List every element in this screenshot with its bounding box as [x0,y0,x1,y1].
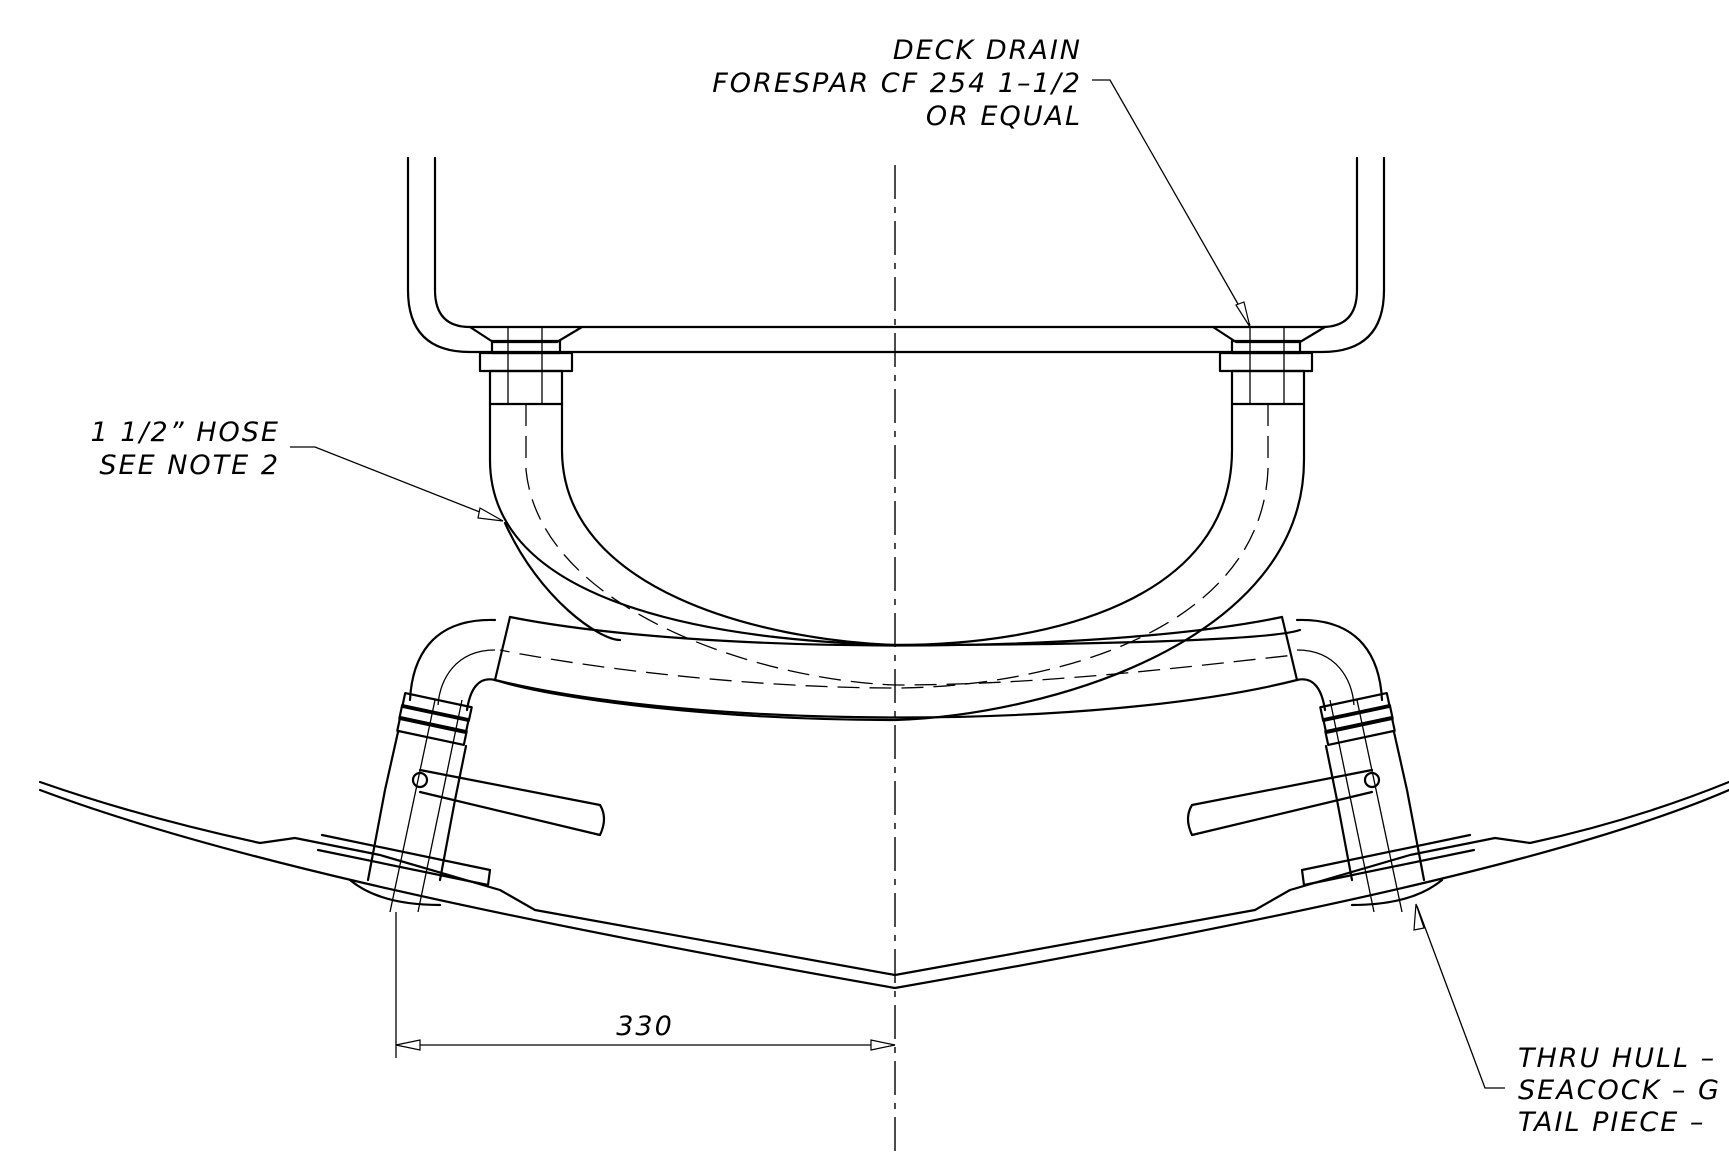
hose-right-to-left [493,402,1306,722]
deck-drain-leader [1092,79,1251,328]
thru-hull-label-line-2: SEACOCK – G [1518,1075,1721,1106]
thru-hull-label-line-3: TAIL PIECE – [1518,1107,1705,1138]
thru-hull-leader [1413,903,1505,1089]
cross-tube [493,615,1299,719]
seacock-left [316,618,606,913]
deck-drain-label-line-3: OR EQUAL [926,101,1082,132]
dimension-330 [395,912,896,1058]
seacock-right [1186,618,1476,913]
hose-label-line-1: 1 1/2” HOSE [90,417,280,448]
thru-hull-label-line-1: THRU HULL – [1518,1043,1716,1074]
hull [38,780,1729,990]
cockpit-well [406,156,1386,354]
deck-drain-right [1211,325,1327,406]
hose-label-line-2: SEE NOTE 2 [99,450,280,481]
hose-leader [290,446,504,522]
deck-drain-left [468,325,584,406]
dimension-label: 330 [616,1011,674,1042]
deck-drain-label-line-1: DECK DRAIN [893,35,1082,66]
deck-drain-label-line-2: FORESPAR CF 254 1–1/2 [712,68,1082,99]
hose-left-to-right [488,402,1302,686]
